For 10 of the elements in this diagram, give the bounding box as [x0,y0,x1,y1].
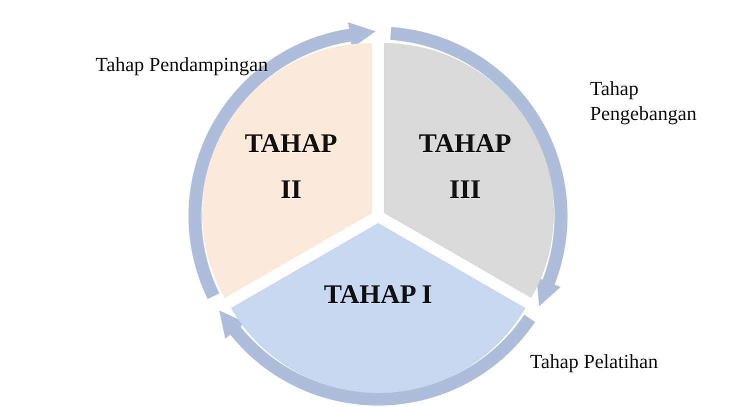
cycle-arrow [188,22,376,299]
stage-title: TAHAP II [244,126,338,206]
stage-label: Tahap Pengebangan [590,77,698,127]
cycle-arrow [390,26,568,306]
stage-title: TAHAP III [418,126,512,206]
stage-title: TAHAP I [322,278,433,310]
cycle-arrow [219,310,536,406]
stage-label: Tahap Pendampingan [94,53,268,78]
stage-label: Tahap Pelatihan [530,350,659,375]
stage-segment [230,223,526,393]
